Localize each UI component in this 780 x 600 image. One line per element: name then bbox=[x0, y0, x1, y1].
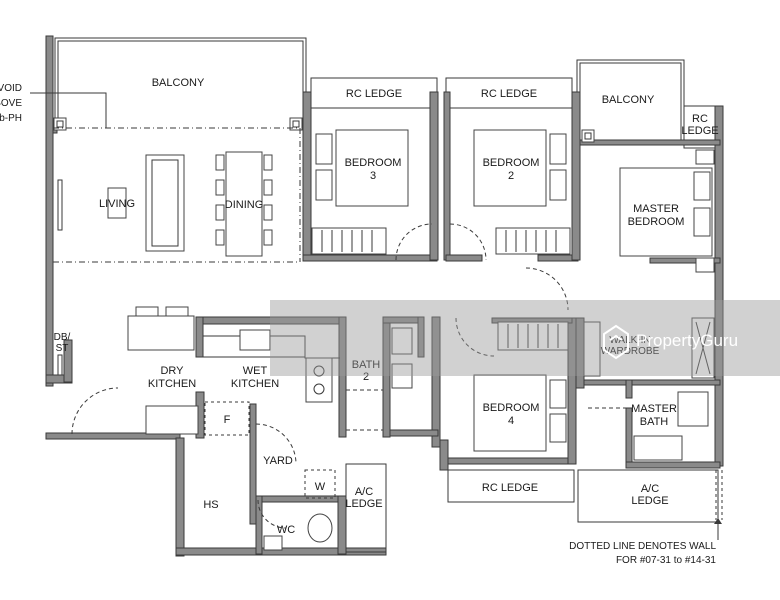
balcony-left-label: BALCONY bbox=[152, 77, 205, 89]
wet-kitchen-counter bbox=[203, 329, 340, 436]
rc-ledge-right-label-2: LEDGE bbox=[681, 125, 718, 137]
rc-ledge-2-label: RC LEDGE bbox=[481, 88, 537, 100]
bath2-label-1: BATH bbox=[352, 359, 381, 371]
ac-ledge-left-outline bbox=[345, 463, 387, 553]
bath2-fixtures bbox=[346, 327, 413, 431]
structural-columns bbox=[53, 117, 595, 143]
ac-ledge-right-label-2: LEDGE bbox=[631, 495, 668, 507]
walk-in-label-2: WARDROBE bbox=[601, 346, 660, 357]
bedroom4-furniture bbox=[473, 321, 569, 452]
hs-label: HS bbox=[203, 499, 218, 511]
dry-kitchen-label-2: KITCHEN bbox=[148, 378, 196, 390]
wc-label: WC bbox=[277, 524, 295, 536]
walk-in-wardrobe-furniture bbox=[583, 317, 715, 379]
bedroom2-label-2: 2 bbox=[508, 170, 514, 182]
bath2-label-2: 2 bbox=[363, 371, 369, 383]
dining-furniture bbox=[215, 151, 273, 257]
walk-in-label-1: WALK-IN bbox=[609, 335, 650, 346]
ac-ledge-right-label-1: A/C bbox=[641, 483, 659, 495]
dry-kitchen-label-1: DRY bbox=[160, 365, 184, 377]
void-note-leader bbox=[30, 92, 107, 128]
void-note-3: 3b-PH bbox=[0, 113, 22, 124]
balcony-left-outline bbox=[54, 37, 307, 120]
rc-ledge-1-label: RC LEDGE bbox=[346, 88, 402, 100]
living-furniture bbox=[57, 154, 185, 252]
void-note-1: VOID bbox=[0, 83, 22, 94]
void-note-2: BOVE bbox=[0, 98, 22, 109]
dotted-note-2: FOR #07-31 to #14-31 bbox=[616, 555, 716, 566]
rc-ledge-right-label-1: RC bbox=[692, 113, 708, 125]
dining-label: DINING bbox=[225, 199, 264, 211]
master-bath-label-2: BATH bbox=[640, 416, 669, 428]
bedroom2-label-1: BEDROOM bbox=[483, 157, 540, 169]
db-st-label-2: ST bbox=[56, 343, 69, 354]
bedroom2-furniture bbox=[473, 129, 571, 255]
dotted-note-leader bbox=[714, 518, 722, 540]
balcony-right-label: BALCONY bbox=[602, 94, 655, 106]
wet-kitchen-label-2: KITCHEN bbox=[231, 378, 279, 390]
void-line bbox=[52, 127, 301, 263]
doors bbox=[71, 223, 569, 529]
rc-ledge-bottom-label: RC LEDGE bbox=[482, 482, 538, 494]
watermark-logo-icon bbox=[603, 324, 629, 360]
bedroom3-label-1: BEDROOM bbox=[345, 157, 402, 169]
bedroom3-furniture bbox=[311, 129, 409, 255]
ac-ledge-right-outline bbox=[577, 469, 723, 523]
master-bedroom-furniture bbox=[619, 149, 715, 273]
dotted-note-1: DOTTED LINE DENOTES WALL bbox=[569, 541, 716, 552]
db-st-label-1: DB/ bbox=[54, 332, 71, 343]
bedroom3-label-2: 3 bbox=[370, 170, 376, 182]
yard-label: YARD bbox=[263, 455, 293, 467]
living-label: LIVING bbox=[99, 198, 135, 210]
washer-label: W bbox=[315, 481, 326, 493]
watermark-brand: PropertyGuru bbox=[636, 331, 738, 350]
wet-kitchen-label-1: WET bbox=[243, 365, 268, 377]
ac-ledge-left-label-1: A/C bbox=[355, 486, 373, 498]
dry-kitchen-furniture bbox=[57, 306, 199, 435]
bedroom4-label-2: 4 bbox=[508, 415, 514, 427]
ac-ledge-left-label-2: LEDGE bbox=[345, 498, 382, 510]
exterior-walls bbox=[45, 35, 724, 467]
yard-fixtures bbox=[263, 469, 336, 551]
fridge-label: F bbox=[224, 414, 231, 426]
master-bath-label-1: MASTER bbox=[631, 403, 677, 415]
watermark: PropertyGuru bbox=[270, 300, 780, 376]
rc-ledge-bottom-outline bbox=[447, 469, 575, 503]
master-bedroom-label-1: MASTER bbox=[633, 203, 679, 215]
master-bath-fixtures bbox=[588, 391, 709, 461]
master-bedroom-label-2: BEDROOM bbox=[628, 216, 685, 228]
bedroom4-label-1: BEDROOM bbox=[483, 402, 540, 414]
interior-walls bbox=[175, 316, 721, 557]
